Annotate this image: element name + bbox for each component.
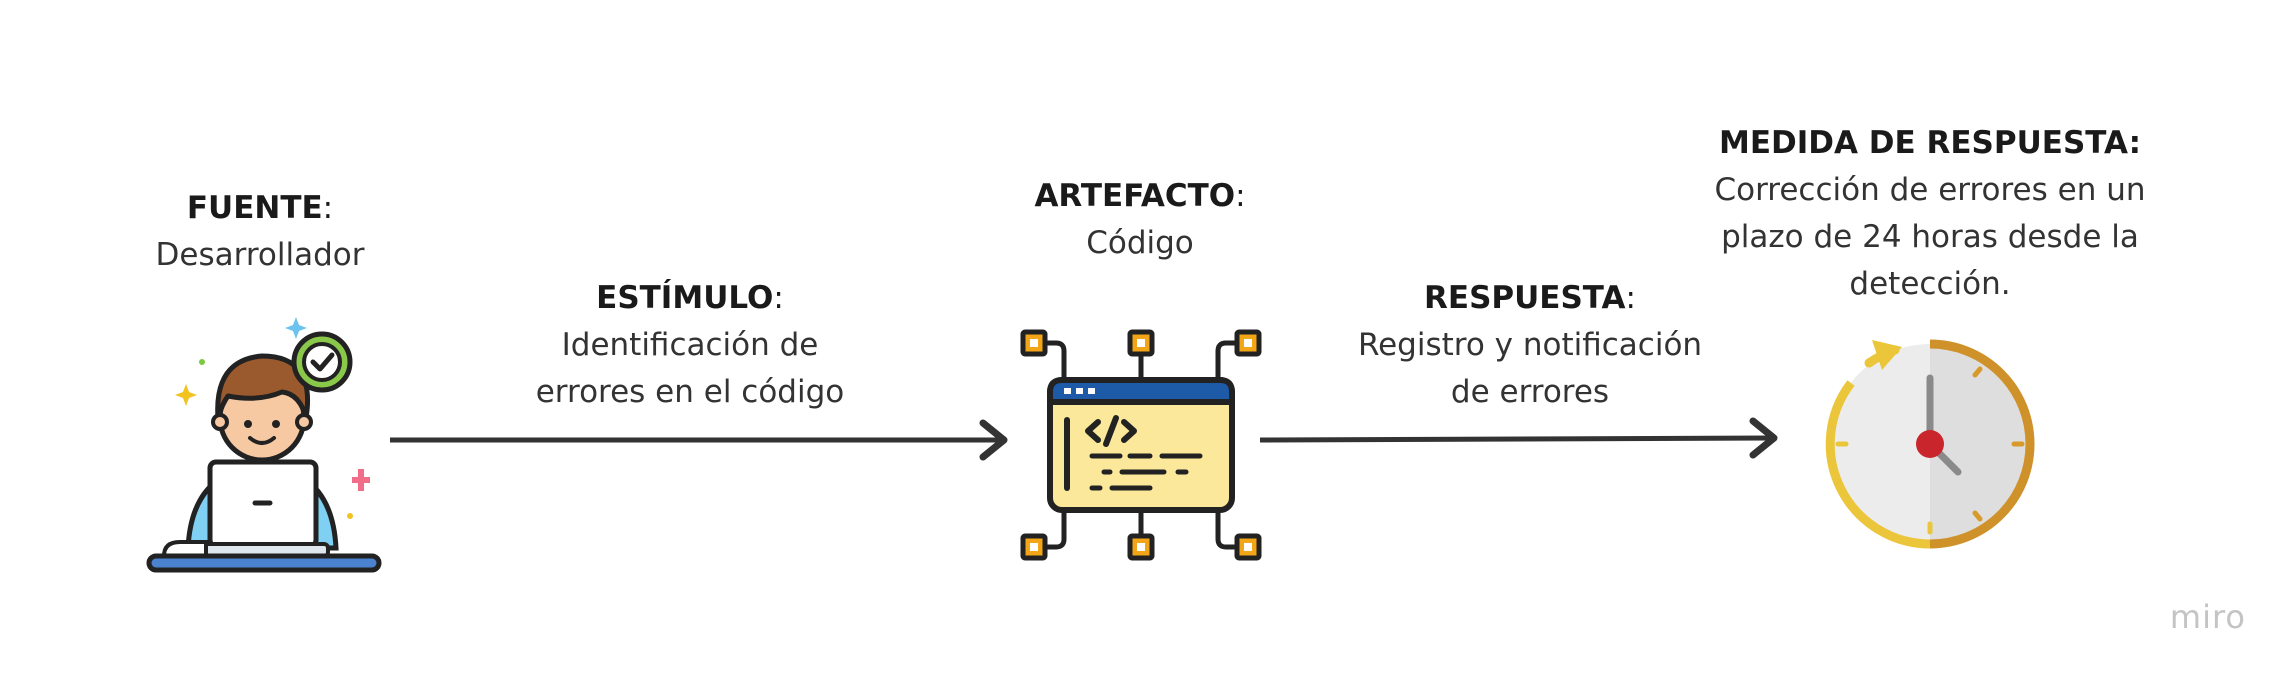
respuesta-colon: : <box>1625 280 1636 316</box>
medida-line3: detección. <box>1849 266 2011 302</box>
code-circuit-icon <box>1020 329 1262 561</box>
artefacto-label: ARTEFACTO: Código <box>990 173 1290 267</box>
miro-logo: miro <box>2169 598 2246 636</box>
fuente-text: Desarrollador <box>155 237 365 273</box>
arrow-estimulo <box>390 419 1008 461</box>
respuesta-label: RESPUESTA: Registro y notificación de er… <box>1320 275 1740 416</box>
estimulo-title: ESTÍMULO <box>596 280 774 316</box>
fuente-label: FUENTE: Desarrollador <box>130 185 390 279</box>
estimulo-line1: Identificación de <box>561 327 819 363</box>
medida-line2: plazo de 24 horas desde la <box>1721 219 2139 255</box>
clock-icon <box>1825 339 2035 549</box>
fuente-colon: : <box>322 190 334 226</box>
respuesta-line1: Registro y notificación <box>1357 327 1703 363</box>
artefacto-text: Código <box>1086 225 1194 261</box>
estimulo-label: ESTÍMULO: Identificación de errores en e… <box>480 275 900 416</box>
developer-laptop-icon <box>146 317 382 573</box>
medida-label: MEDIDA DE RESPUESTA: Corrección de error… <box>1670 120 2190 308</box>
fuente-title: FUENTE <box>186 190 323 226</box>
estimulo-line2: errores en el código <box>535 374 845 410</box>
medida-title: MEDIDA DE RESPUESTA: <box>1719 125 2141 161</box>
medida-line1: Corrección de errores en un <box>1714 172 2146 208</box>
artefacto-title: ARTEFACTO <box>1034 178 1236 214</box>
artefacto-colon: : <box>1235 178 1246 214</box>
respuesta-title: RESPUESTA <box>1424 280 1626 316</box>
arrow-respuesta <box>1259 417 1778 459</box>
respuesta-line2: de errores <box>1450 374 1610 410</box>
estimulo-colon: : <box>773 280 784 316</box>
